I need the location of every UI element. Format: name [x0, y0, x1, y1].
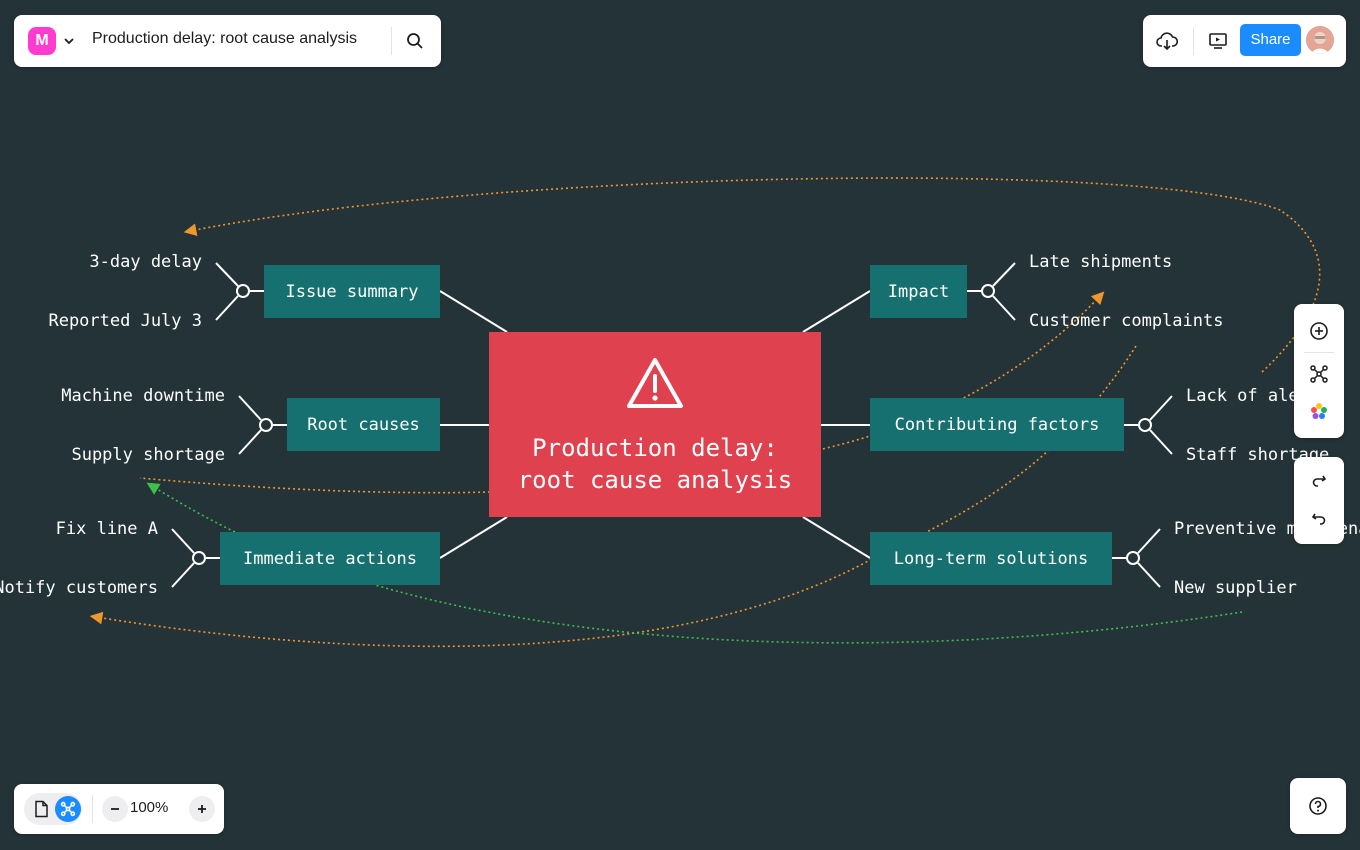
leaf-machine-downtime[interactable]: Machine downtime — [61, 386, 225, 406]
leaf-late-shipments[interactable]: Late shipments — [1029, 252, 1173, 272]
branch-root-causes[interactable]: Root causes — [287, 398, 440, 451]
edge-issue-summary — [439, 290, 508, 333]
color-palette-icon[interactable] — [1306, 398, 1332, 424]
central-title-line-2: root cause analysis — [517, 466, 793, 494]
plus-icon[interactable] — [189, 796, 215, 822]
branch-contributing-factors[interactable]: Contributing factors — [870, 398, 1124, 451]
leaf-lack-of-alerts[interactable]: Lack of alerts — [1186, 386, 1330, 406]
branch-issue-summary[interactable]: Issue summary — [264, 265, 440, 318]
plus-circle-icon[interactable] — [1306, 318, 1332, 344]
leaf-supply-shortage[interactable]: Supply shortage — [71, 445, 225, 465]
branch-long-term-solutions[interactable]: Long-term solutions — [870, 532, 1112, 585]
leaf-3-day-delay[interactable]: 3-day delay — [89, 252, 202, 272]
collaboration-toolbar: Share — [1143, 15, 1346, 67]
mindmap-layout-icon[interactable] — [1306, 361, 1332, 387]
zoom-level[interactable]: 100% — [130, 799, 169, 816]
branch-impact[interactable]: Impact — [870, 265, 967, 318]
help-icon[interactable] — [1305, 793, 1331, 819]
help-button[interactable] — [1290, 778, 1346, 834]
chevron-down-icon[interactable] — [60, 31, 78, 51]
view-controls: 100% — [14, 784, 224, 834]
history-tools — [1294, 457, 1344, 544]
leaf-notify-customers[interactable]: Notify customers — [0, 578, 158, 598]
miro-logo-icon[interactable]: M — [28, 27, 56, 55]
central-title-line-1: Production delay: — [532, 434, 778, 462]
undo-icon[interactable] — [1306, 506, 1332, 532]
document-title[interactable]: Production delay: root cause analysis — [92, 30, 358, 47]
leaf-staff-shortage[interactable]: Staff shortage — [1186, 445, 1330, 465]
avatar[interactable] — [1306, 26, 1334, 54]
search-icon[interactable] — [402, 28, 428, 54]
warning-triangle-icon — [627, 358, 683, 408]
central-topic[interactable]: Production delay: root cause analysis — [489, 332, 821, 517]
cloud-download-icon[interactable] — [1154, 28, 1180, 54]
document-header: M Production delay: root cause analysis — [14, 15, 441, 67]
branch-immediate-actions[interactable]: Immediate actions — [220, 532, 440, 585]
redo-icon[interactable] — [1306, 468, 1332, 494]
edge-long-term-solutions — [802, 516, 871, 559]
leaf-customer-complaints[interactable]: Customer complaints — [1029, 311, 1224, 331]
page-icon[interactable] — [28, 796, 54, 822]
leaf-fix-line-a[interactable]: Fix line A — [55, 519, 158, 539]
share-button[interactable]: Share — [1240, 24, 1301, 56]
presentation-icon[interactable] — [1205, 28, 1231, 54]
mindmap-tools — [1294, 304, 1344, 438]
mindmap-mode-icon[interactable] — [55, 796, 81, 822]
edge-immediate-actions — [439, 516, 508, 559]
leaf-new-supplier[interactable]: New supplier — [1174, 578, 1297, 598]
minus-icon[interactable] — [102, 796, 128, 822]
edge-impact — [802, 290, 871, 333]
leaf-reported-july-3[interactable]: Reported July 3 — [48, 311, 202, 331]
